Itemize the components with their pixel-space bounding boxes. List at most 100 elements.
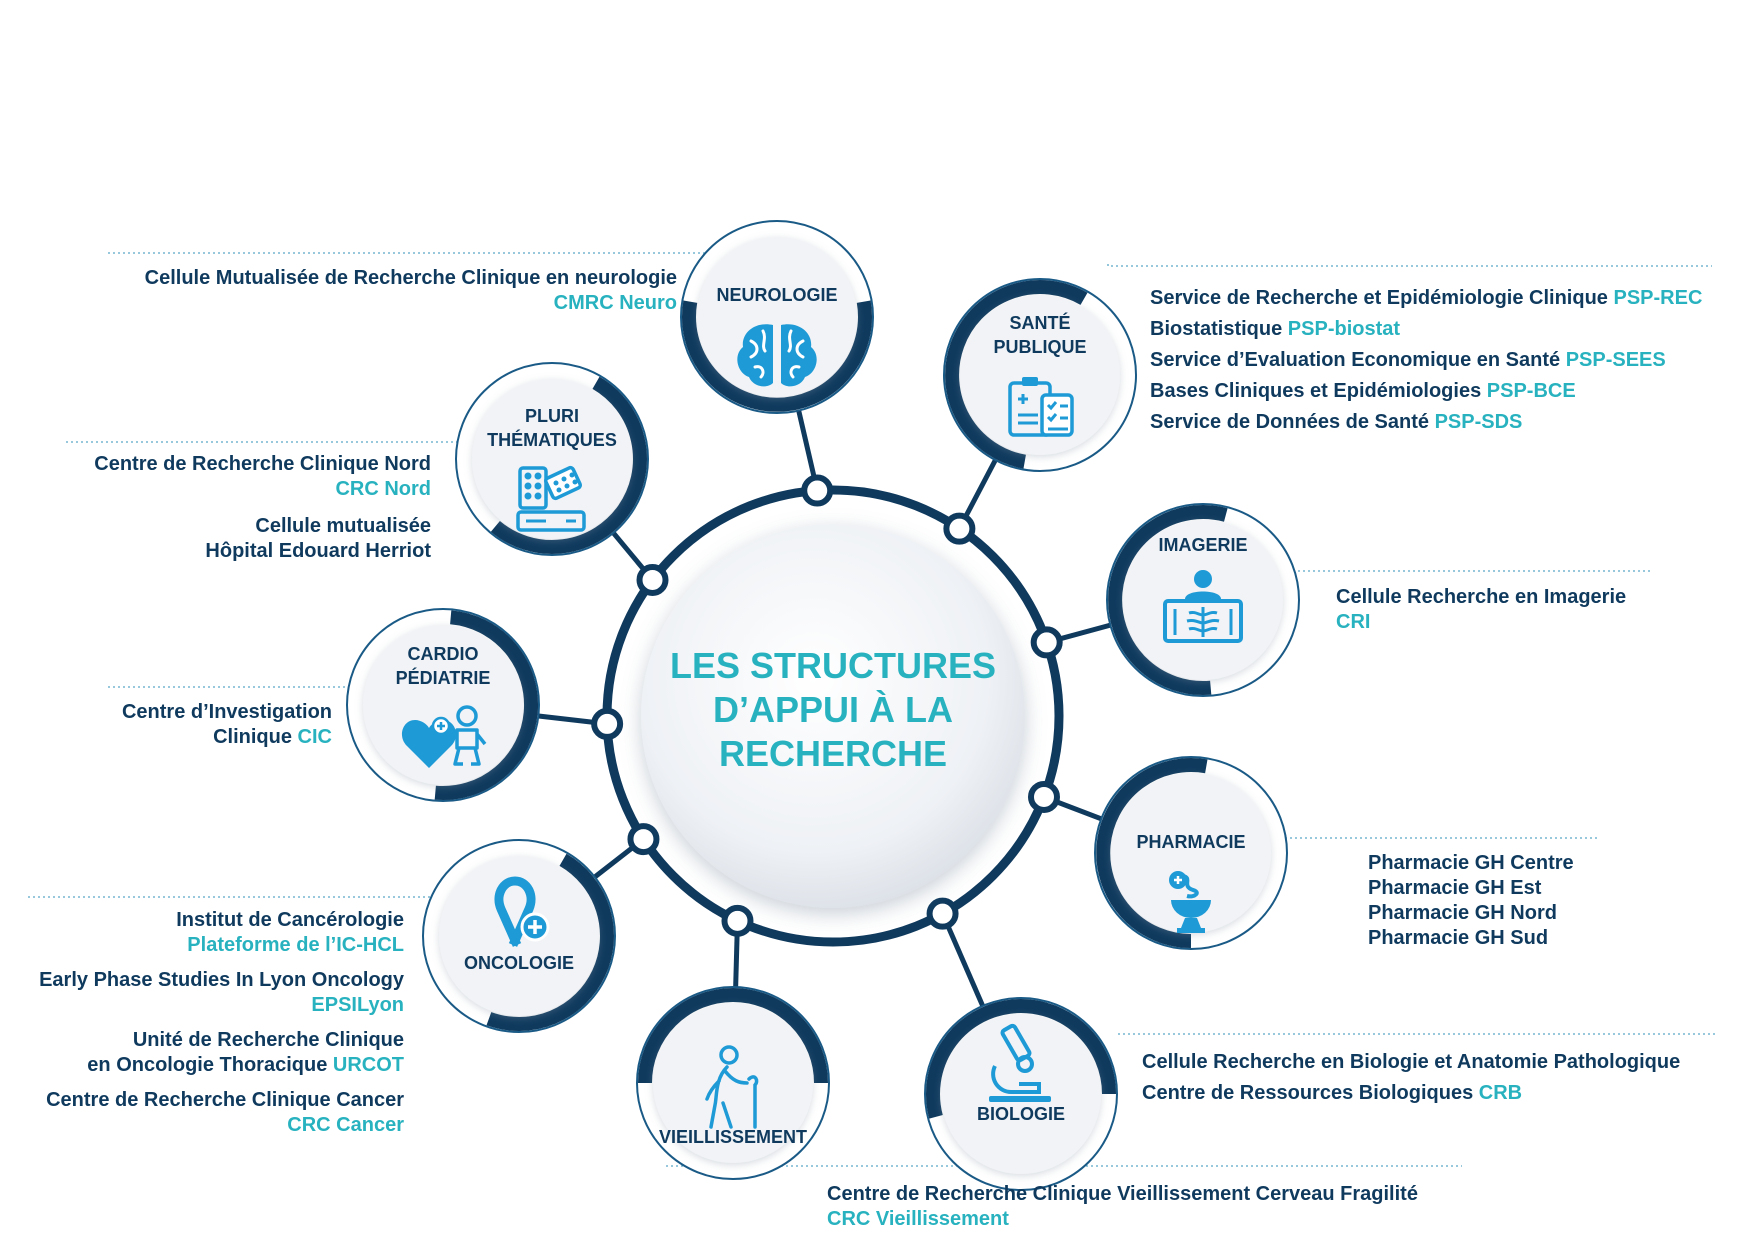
- node-title-imagerie-1: IMAGERIE: [1158, 535, 1247, 555]
- node-arc-pluri: [490, 376, 647, 554]
- node-inner-neurologie: [697, 237, 857, 397]
- microscope-icon: [989, 1023, 1051, 1102]
- node-title-cardio-2: PÉDIATRIE: [396, 667, 491, 688]
- node-arc-imagerie: [1108, 505, 1228, 696]
- center-title-line-2: D’APPUI À LA: [713, 689, 953, 730]
- node-inner-pluri: [472, 379, 632, 539]
- pluri-line-2: Cellule mutualisée: [255, 515, 431, 537]
- node-sante: SANTÉ PUBLIQUE: [943, 278, 1137, 472]
- oncologie-line-4: en Oncologie Thoracique URCOT: [87, 1054, 404, 1076]
- cardio-line-2: Clinique CIC: [213, 726, 332, 748]
- pluri-line-1: Centre de Recherche Clinique Nord: [94, 453, 431, 475]
- node-vieillissement: VIEILLISSEMENT: [636, 986, 830, 1180]
- node-inner-cardio: [363, 625, 523, 785]
- sante-item-3: Service d’Evaluation Economique en Santé…: [1150, 349, 1666, 371]
- oncologie-acronym-1: Plateforme de l’IC-HCL: [187, 934, 404, 956]
- node-arc-vieillissement: [638, 988, 828, 1084]
- clipboard-icon: [1008, 377, 1074, 437]
- imagerie-line-1: Cellule Recherche en Imagerie: [1336, 586, 1627, 608]
- vieillissement-line-1: Centre de Recherche Clinique Vieillissem…: [827, 1183, 1418, 1205]
- node-arc-neurologie: [682, 300, 872, 412]
- xray-icon: [1163, 570, 1243, 643]
- guide-lines: [28, 252, 1716, 1167]
- connector-dot-biologie: [926, 897, 959, 930]
- center-title-line-3: RECHERCHE: [719, 733, 947, 774]
- node-title-vieillissement-1: VIEILLISSEMENT: [659, 1127, 807, 1147]
- label-neurologie: Cellule Mutualisée de Recherche Clinique…: [145, 266, 677, 316]
- node-imagerie: IMAGERIE: [1106, 503, 1300, 697]
- vieillissement-acronym: CRC Vieillissement: [827, 1208, 1009, 1230]
- label-biologie: Cellule Recherche en Biologie et Anatomi…: [1142, 1047, 1680, 1109]
- label-pluri: Centre de Recherche Clinique Nord CRC No…: [94, 452, 431, 564]
- imagerie-acronym: CRI: [1336, 611, 1371, 633]
- node-pluri: PLURI THÉMATIQUES: [455, 362, 649, 556]
- connector-line-biologie: [940, 912, 986, 1009]
- brain-icon: [737, 324, 817, 387]
- node-title-sante-2: PUBLIQUE: [993, 337, 1086, 357]
- node-arc-sante: [945, 280, 1088, 469]
- connector-dot-oncologie: [627, 823, 660, 856]
- heart-baby-icon: [401, 705, 487, 768]
- oncologie-line-5: Centre de Recherche Clinique Cancer: [46, 1089, 404, 1111]
- node-title-oncologie-1: ONCOLOGIE: [464, 953, 574, 973]
- oncologie-line-1: Institut de Cancérologie: [176, 909, 404, 931]
- node-arc-cardio: [434, 610, 539, 801]
- label-oncologie: Institut de Cancérologie Plateforme de l…: [39, 908, 404, 1138]
- pharmacie-line-1: Pharmacie GH Centre: [1368, 852, 1574, 874]
- node-neurologie: NEUROLOGIE: [680, 220, 874, 414]
- node-pharmacie: PHARMACIE: [1094, 756, 1288, 950]
- connector-dot-vieillissement: [721, 904, 754, 937]
- pills-icon: [516, 465, 586, 532]
- connector-dot-pharmacie: [1027, 780, 1060, 813]
- connector-dot-imagerie: [1030, 626, 1063, 659]
- label-cardio: Centre d’Investigation Clinique CIC: [122, 700, 332, 750]
- label-pharmacie: Pharmacie GH Centre Pharmacie GH Est Pha…: [1368, 851, 1574, 951]
- neurologie-acronym: CMRC Neuro: [553, 292, 677, 314]
- connector-dot-sante: [943, 512, 976, 545]
- pharmacie-line-3: Pharmacie GH Nord: [1368, 902, 1557, 924]
- label-imagerie: Cellule Recherche en Imagerie CRI: [1336, 585, 1626, 635]
- elderly-icon: [705, 1045, 759, 1129]
- node-cardio: CARDIO PÉDIATRIE: [346, 608, 540, 802]
- node-title-neurologie-1: NEUROLOGIE: [716, 285, 837, 305]
- node-arc-biologie: [926, 999, 1116, 1119]
- connector-dot-neurologie: [801, 474, 834, 507]
- center-disc: [641, 524, 1025, 908]
- biologie-line-2: Centre de Ressources Biologiques CRB: [1142, 1082, 1523, 1104]
- biologie-line-1: Cellule Recherche en Biologie et Anatomi…: [1142, 1051, 1681, 1073]
- pharmacie-line-4: Pharmacie GH Sud: [1368, 927, 1549, 949]
- sante-item-4: Bases Cliniques et Epidémiologies PSP-BC…: [1150, 380, 1576, 402]
- cardio-line-1: Centre d’Investigation: [121, 701, 332, 723]
- node-arc-pharmacie: [1096, 758, 1208, 948]
- node-oncologie: ONCOLOGIE: [422, 839, 616, 1033]
- node-biologie: BIOLOGIE: [924, 997, 1118, 1191]
- node-title-cardio-1: CARDIO: [408, 644, 479, 664]
- node-title-pluri-2: THÉMATIQUES: [487, 429, 617, 450]
- oncologie-line-2: Early Phase Studies In Lyon Oncology: [39, 969, 404, 991]
- oncologie-acronym-4: CRC Cancer: [287, 1114, 404, 1136]
- oncologie-acronym-2: EPSILyon: [311, 994, 404, 1016]
- center-title-line-1: LES STRUCTURES: [670, 645, 996, 686]
- node-title-pluri-1: PLURI: [525, 406, 579, 426]
- pluri-line-3: Hôpital Edouard Herriot: [205, 540, 431, 562]
- label-vieillissement: Centre de Recherche Clinique Vieillissem…: [827, 1182, 1418, 1232]
- label-sante-publique: Service de Recherche et Epidémiologie Cl…: [1150, 283, 1702, 438]
- node-inner-vieillissement: [653, 1003, 813, 1163]
- node-arc-oncologie: [486, 853, 614, 1031]
- node-inner-sante: [960, 295, 1120, 455]
- pharmacy-icon: [1169, 871, 1211, 933]
- neurologie-line-1: Cellule Mutualisée de Recherche Clinique…: [144, 267, 677, 289]
- node-title-biologie-1: BIOLOGIE: [977, 1104, 1065, 1124]
- sante-item-5: Service de Données de Santé PSP-SDS: [1150, 411, 1523, 433]
- pharmacie-line-2: Pharmacie GH Est: [1368, 877, 1542, 899]
- sante-item-2: Biostatistique PSP-biostat: [1150, 318, 1401, 340]
- ribbon-icon: [494, 876, 550, 947]
- node-title-sante-1: SANTÉ: [1009, 312, 1070, 333]
- node-title-pharmacie-1: PHARMACIE: [1136, 832, 1245, 852]
- oncologie-line-3: Unité de Recherche Clinique: [132, 1029, 404, 1051]
- connector-dot-cardio: [591, 707, 624, 740]
- guide-sante: [1107, 264, 1712, 267]
- connector-dot-pluri: [636, 563, 669, 596]
- pluri-acronym-1: CRC Nord: [335, 478, 431, 500]
